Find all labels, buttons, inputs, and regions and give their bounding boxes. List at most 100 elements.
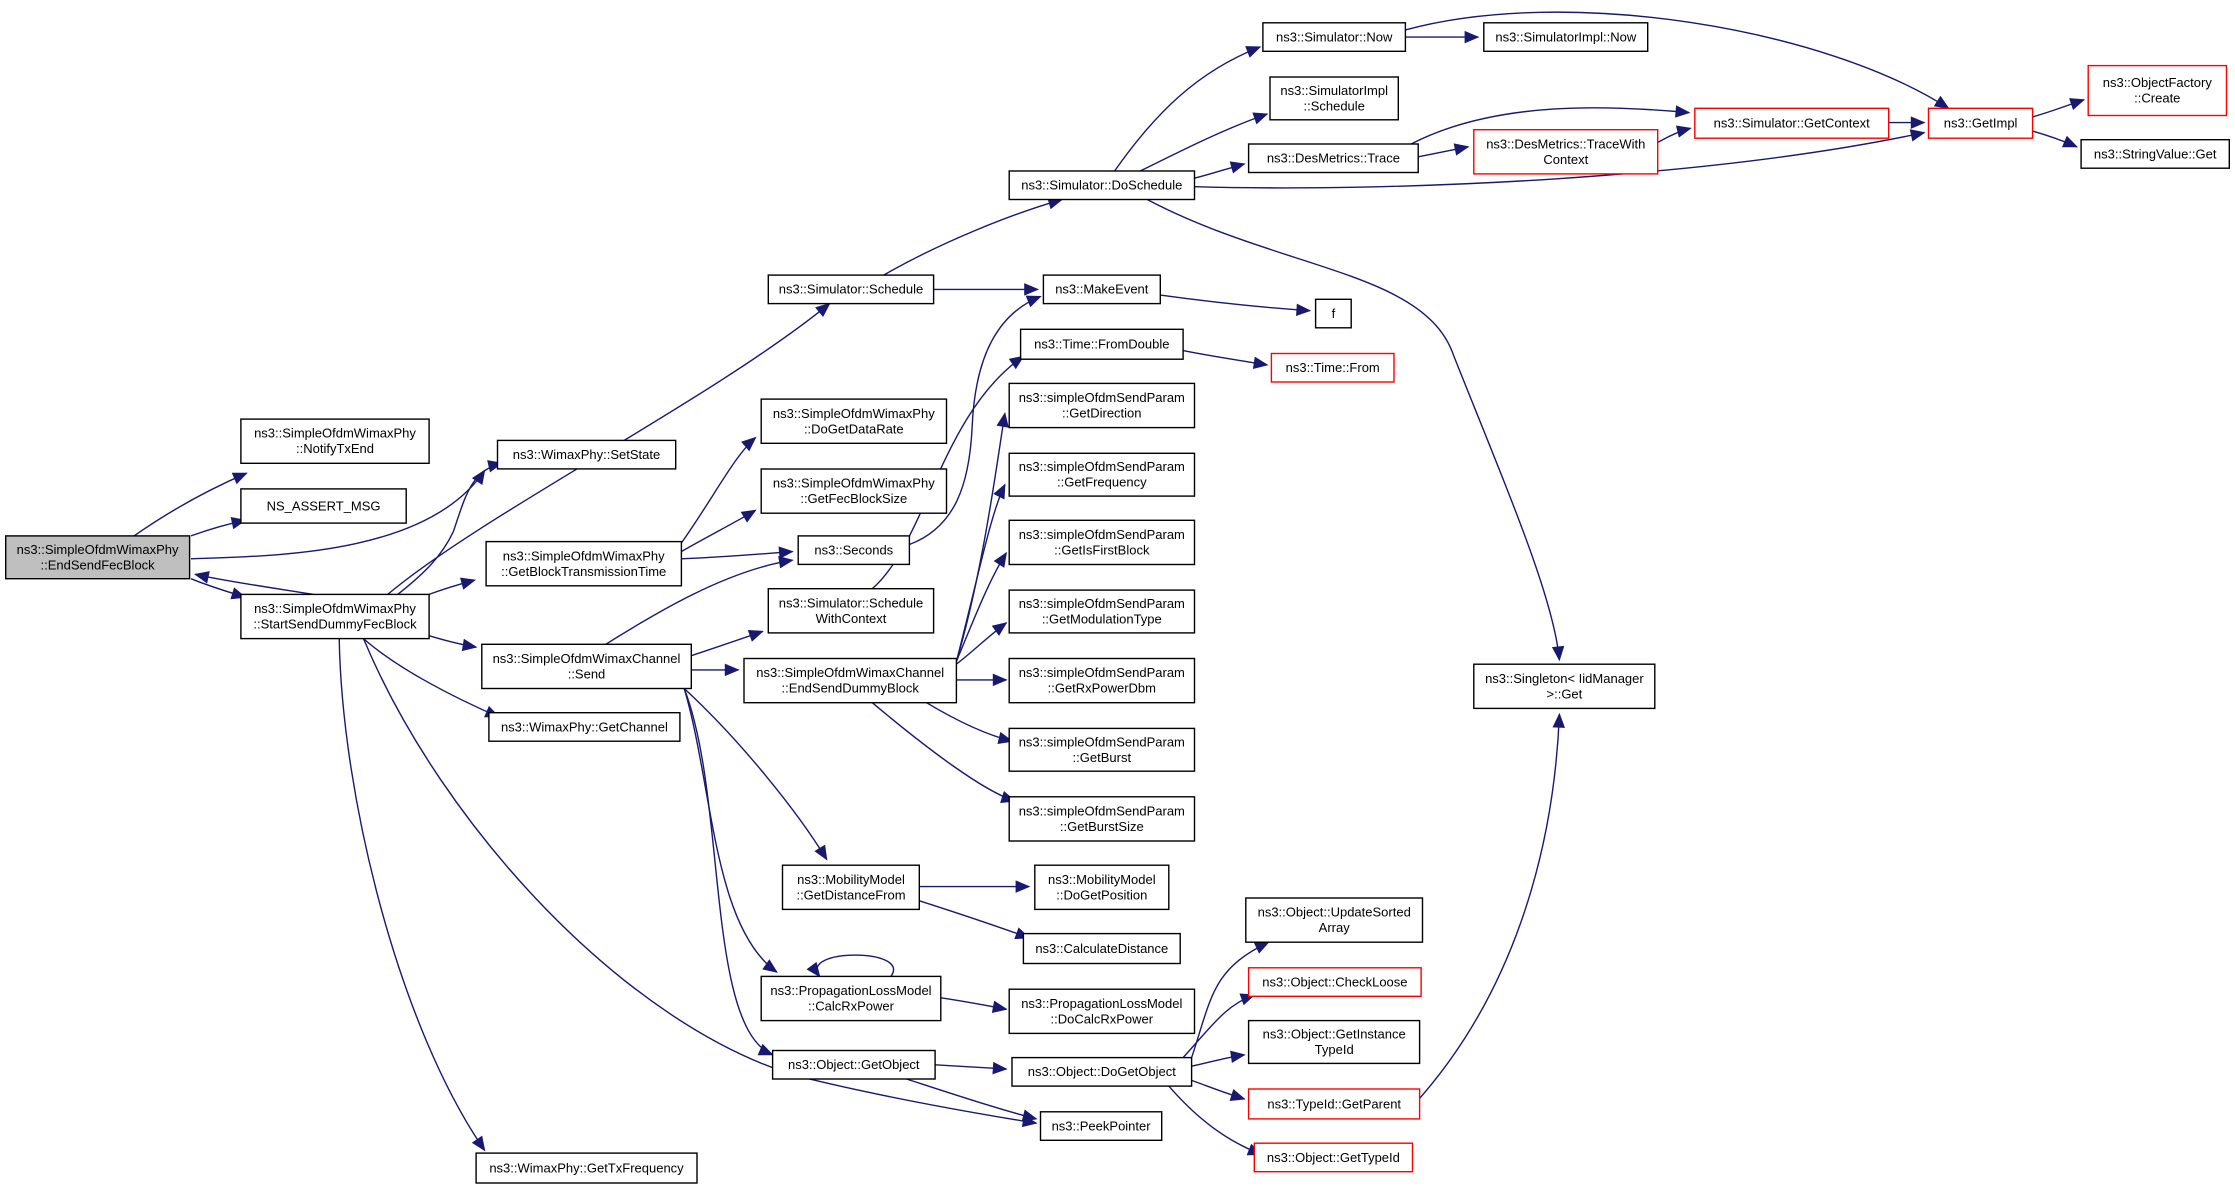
node-simimplnow[interactable]: ns3::SimulatorImpl::Now (1483, 22, 1649, 52)
node-simimplsched[interactable]: ns3::SimulatorImpl::Schedule (1269, 76, 1400, 121)
node-dogetdatarate[interactable]: ns3::SimpleOfdmWimaxPhy::DoGetDataRate (760, 398, 948, 445)
node-box[interactable] (781, 864, 921, 911)
node-box[interactable] (1314, 298, 1352, 329)
node-fromdouble[interactable]: ns3::Time::FromDouble (1019, 328, 1184, 360)
node-box[interactable] (1011, 1056, 1193, 1087)
node-box[interactable] (485, 540, 683, 587)
node-box[interactable] (240, 488, 407, 524)
node-seconds[interactable]: ns3::Seconds (797, 535, 911, 566)
node-peekpointer[interactable]: ns3::PeekPointer (1039, 1111, 1163, 1142)
node-timefrom[interactable]: ns3::Time::From (1270, 352, 1395, 383)
node-box[interactable] (240, 593, 430, 640)
node-box[interactable] (481, 643, 692, 690)
node-box[interactable] (1473, 663, 1656, 710)
node-box[interactable] (1034, 864, 1170, 911)
node-getdistfrom[interactable]: ns3::MobilityModel::GetDistanceFrom (781, 864, 921, 911)
node-startsend[interactable]: ns3::SimpleOfdmWimaxPhy::StartSendDummyF… (240, 593, 430, 640)
node-typeidparent[interactable]: ns3::TypeId::GetParent (1247, 1088, 1421, 1120)
node-makeevent[interactable]: ns3::MakeEvent (1042, 274, 1162, 305)
node-box[interactable] (1269, 76, 1400, 121)
node-box[interactable] (1694, 107, 1890, 139)
node-box[interactable] (767, 588, 935, 634)
node-doschedule[interactable]: ns3::Simulator::DoSchedule (1008, 170, 1196, 201)
node-box[interactable] (1247, 143, 1419, 174)
node-getcontext[interactable]: ns3::Simulator::GetContext (1694, 107, 1890, 139)
node-calcdistance[interactable]: ns3::CalculateDistance (1022, 932, 1181, 965)
node-box[interactable] (488, 712, 681, 742)
node-simnow[interactable]: ns3::Simulator::Now (1262, 22, 1407, 52)
node-box[interactable] (1008, 519, 1196, 566)
node-chsend[interactable]: ns3::SimpleOfdmWimaxChannel::Send (481, 643, 692, 690)
node-box[interactable] (496, 439, 677, 470)
node-box[interactable] (1253, 1142, 1414, 1173)
node-box[interactable] (760, 398, 948, 445)
node-box[interactable] (1008, 170, 1196, 201)
node-endsenddummy[interactable]: ns3::SimpleOfdmWimaxChannel::EndSendDumm… (743, 657, 958, 704)
node-box[interactable] (240, 418, 430, 465)
node-getmodtype[interactable]: ns3::simpleOfdmSendParam::GetModulationT… (1008, 589, 1196, 634)
node-endsend[interactable]: ns3::SimpleOfdmWimaxPhy::EndSendFecBlock (4, 535, 191, 580)
node-docalcrx[interactable]: ns3::PropagationLossModel::DoCalcRxPower (1008, 988, 1196, 1035)
node-box[interactable] (767, 274, 935, 305)
node-getburstsize[interactable]: ns3::simpleOfdmSendParam::GetBurstSize (1008, 796, 1196, 842)
node-getrxpower[interactable]: ns3::simpleOfdmSendParam::GetRxPowerDbm (1008, 657, 1196, 704)
node-gettxfreq[interactable]: ns3::WimaxPhy::GetTxFrequency (475, 1152, 698, 1184)
node-box[interactable] (1247, 1019, 1421, 1065)
node-notifytx[interactable]: ns3::SimpleOfdmWimaxPhy::NotifyTxEnd (240, 418, 430, 465)
node-box[interactable] (1927, 107, 2034, 139)
node-box[interactable] (1039, 1111, 1163, 1142)
node-dogetobject[interactable]: ns3::Object::DoGetObject (1011, 1056, 1193, 1087)
node-box[interactable] (2080, 138, 2231, 169)
node-box[interactable] (1008, 589, 1196, 634)
node-box[interactable] (1247, 967, 1422, 997)
node-strvalueget[interactable]: ns3::StringValue::Get (2080, 138, 2231, 169)
node-box[interactable] (743, 657, 958, 704)
node-f[interactable]: f (1314, 298, 1352, 329)
node-getchannel[interactable]: ns3::WimaxPhy::GetChannel (488, 712, 681, 742)
node-singleton[interactable]: ns3::Singleton< IidManager>::Get (1473, 663, 1656, 710)
node-getblock[interactable]: ns3::SimpleOfdmWimaxPhy::GetBlockTransmi… (485, 540, 683, 587)
node-box[interactable] (1008, 988, 1196, 1035)
node-box[interactable] (1247, 1088, 1421, 1120)
node-box[interactable] (1019, 328, 1184, 360)
node-schedule[interactable]: ns3::Simulator::Schedule (767, 274, 935, 305)
node-setstate[interactable]: ns3::WimaxPhy::SetState (496, 439, 677, 470)
node-box[interactable] (1008, 796, 1196, 842)
node-box[interactable] (1008, 657, 1196, 704)
node-box[interactable] (1008, 452, 1196, 497)
node-box[interactable] (1022, 932, 1181, 965)
node-nsassert[interactable]: NS_ASSERT_MSG (240, 488, 407, 524)
node-box[interactable] (771, 1049, 936, 1080)
node-box[interactable] (1473, 128, 1659, 175)
node-box[interactable] (760, 975, 942, 1022)
node-box[interactable] (1008, 727, 1196, 772)
node-objfactory[interactable]: ns3::ObjectFactory::Create (2087, 64, 2228, 117)
node-objgettypeid[interactable]: ns3::Object::GetTypeId (1253, 1142, 1414, 1173)
node-checkloose[interactable]: ns3::Object::CheckLoose (1247, 967, 1422, 997)
node-dogetposition[interactable]: ns3::MobilityModel::DoGetPosition (1034, 864, 1170, 911)
node-box[interactable] (1483, 22, 1649, 52)
node-getfrequency[interactable]: ns3::simpleOfdmSendParam::GetFrequency (1008, 452, 1196, 497)
node-calcrxpower[interactable]: ns3::PropagationLossModel::CalcRxPower (760, 975, 942, 1022)
node-box[interactable] (760, 468, 948, 514)
node-getfecblocksize[interactable]: ns3::SimpleOfdmWimaxPhy::GetFecBlockSize (760, 468, 948, 514)
node-box[interactable] (1245, 897, 1424, 943)
node-box[interactable] (1008, 382, 1196, 429)
node-box[interactable] (797, 535, 911, 566)
node-getdirection[interactable]: ns3::simpleOfdmSendParam::GetDirection (1008, 382, 1196, 429)
node-getisfirst[interactable]: ns3::simpleOfdmSendParam::GetIsFirstBloc… (1008, 519, 1196, 566)
node-box[interactable] (475, 1152, 698, 1184)
node-getburst[interactable]: ns3::simpleOfdmSendParam::GetBurst (1008, 727, 1196, 772)
node-box[interactable] (1270, 352, 1395, 383)
node-box[interactable] (1042, 274, 1162, 305)
node-getobject[interactable]: ns3::Object::GetObject (771, 1049, 936, 1080)
node-box[interactable] (2087, 64, 2228, 117)
node-desmetrics[interactable]: ns3::DesMetrics::Trace (1247, 143, 1419, 174)
node-getimpl[interactable]: ns3::GetImpl (1927, 107, 2034, 139)
node-box[interactable] (1262, 22, 1407, 52)
node-box[interactable] (4, 535, 191, 580)
